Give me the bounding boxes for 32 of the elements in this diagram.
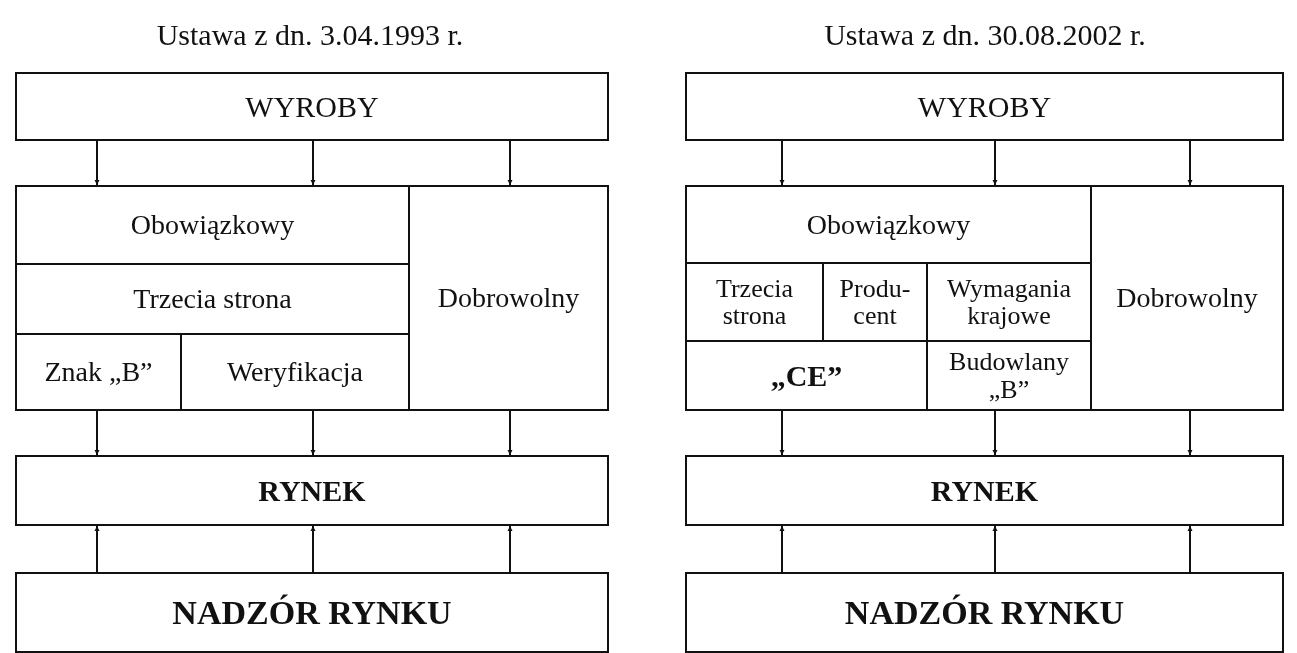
arrow [992, 410, 998, 456]
arrow [1187, 140, 1193, 186]
supervision-box: NADZÓR RYNKU [685, 572, 1284, 653]
arrow [507, 525, 513, 573]
category-cell: Znak „B” [15, 333, 182, 411]
arrow [992, 140, 998, 186]
arrow [779, 140, 785, 186]
diagram-heading: Ustawa z dn. 3.04.1993 r. [156, 18, 464, 52]
category-cell: Obowiązkowy [15, 185, 410, 265]
category-cell: Dobrowolny [408, 185, 609, 411]
arrow [94, 525, 100, 573]
category-cell: Dobrowolny [1090, 185, 1284, 411]
category-cell: Obowiązkowy [685, 185, 1092, 264]
arrow [992, 525, 998, 573]
market-box: RYNEK [15, 455, 609, 526]
market-box: RYNEK [685, 455, 1284, 526]
arrow [310, 140, 316, 186]
arrow [310, 410, 316, 456]
diagram-heading: Ustawa z dn. 30.08.2002 r. [824, 18, 1146, 52]
category-cell: „CE” [685, 340, 928, 411]
product-box: WYROBY [685, 72, 1284, 141]
product-box: WYROBY [15, 72, 609, 141]
arrow [94, 410, 100, 456]
arrow [94, 140, 100, 186]
arrow [507, 140, 513, 186]
supervision-box: NADZÓR RYNKU [15, 572, 609, 653]
arrow [1187, 410, 1193, 456]
arrow [779, 525, 785, 573]
arrow [507, 410, 513, 456]
arrow [779, 410, 785, 456]
arrow [1187, 525, 1193, 573]
arrow [310, 525, 316, 573]
